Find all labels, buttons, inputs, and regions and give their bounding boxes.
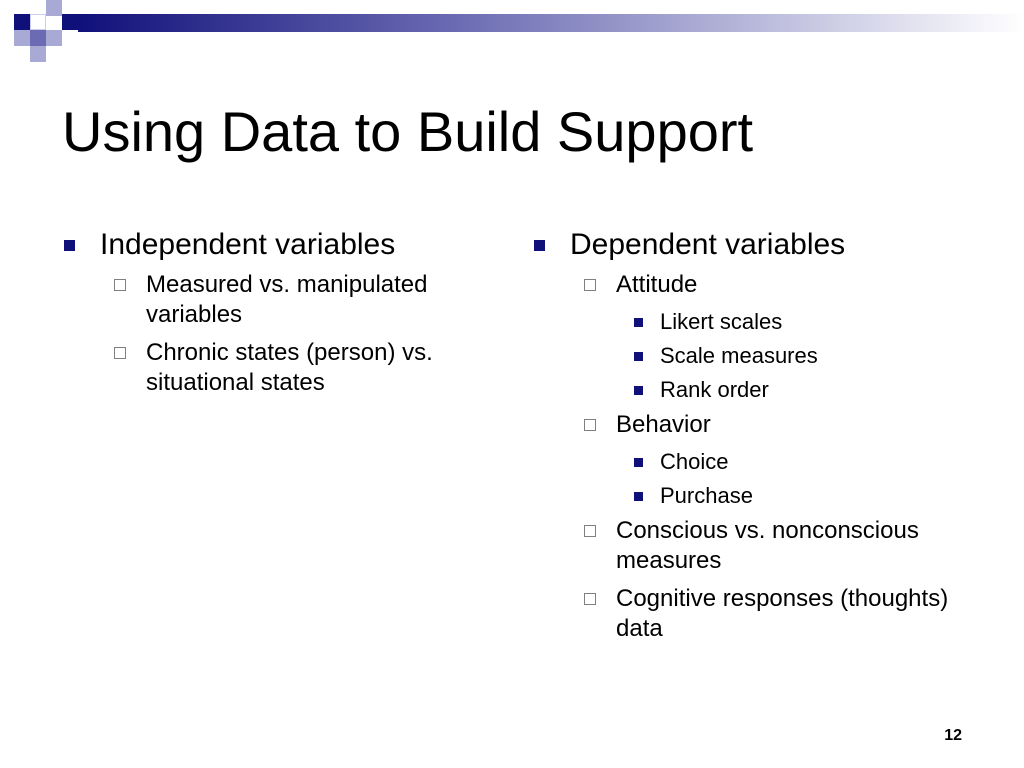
decor-square	[46, 30, 62, 46]
header-gradient-bar	[78, 14, 1024, 32]
sub-sub-bullet-item: Choice	[532, 448, 972, 476]
sub-sub-bullet-text: Scale measures	[660, 343, 818, 368]
decor-square	[62, 14, 78, 30]
sub-sub-bullet-text: Purchase	[660, 483, 753, 508]
sub-sub-bullet-item: Purchase	[532, 482, 972, 510]
sub-bullet-item: Cognitive responses (thoughts) data	[532, 584, 972, 644]
decor-square	[30, 14, 46, 30]
square-bullet-icon	[64, 240, 75, 251]
decor-square	[14, 14, 30, 30]
sub-bullet-item: Attitude	[532, 270, 972, 300]
hollow-square-bullet-icon	[584, 525, 596, 537]
left-column: Independent variables Measured vs. manip…	[62, 226, 502, 406]
small-square-bullet-icon	[634, 492, 643, 501]
right-column: Dependent variables Attitude Likert scal…	[532, 226, 972, 652]
small-square-bullet-icon	[634, 318, 643, 327]
decor-square	[46, 0, 62, 16]
hollow-square-bullet-icon	[114, 347, 126, 359]
sub-bullet-item: Measured vs. manipulated variables	[62, 270, 502, 330]
bullet-item: Independent variables	[62, 226, 502, 264]
sub-bullet-item: Behavior	[532, 410, 972, 440]
sub-bullet-text: Chronic states (person) vs. situational …	[146, 339, 433, 396]
sub-bullet-text: Measured vs. manipulated variables	[146, 271, 428, 328]
square-bullet-icon	[534, 240, 545, 251]
sub-sub-bullet-text: Likert scales	[660, 309, 783, 334]
sub-sub-bullet-item: Scale measures	[532, 342, 972, 370]
sub-bullet-item: Conscious vs. nonconscious measures	[532, 516, 972, 576]
page-number: 12	[944, 727, 962, 744]
sub-bullet-text: Cognitive responses (thoughts) data	[616, 585, 949, 642]
decor-square	[30, 30, 46, 46]
sub-sub-bullet-item: Rank order	[532, 376, 972, 404]
hollow-square-bullet-icon	[584, 419, 596, 431]
sub-sub-bullet-item: Likert scales	[532, 308, 972, 336]
sub-sub-bullet-text: Choice	[660, 449, 729, 474]
small-square-bullet-icon	[634, 386, 643, 395]
sub-bullet-text: Attitude	[616, 271, 698, 298]
sub-sub-bullet-text: Rank order	[660, 377, 769, 402]
hollow-square-bullet-icon	[114, 279, 126, 291]
decor-square	[30, 46, 46, 62]
hollow-square-bullet-icon	[584, 279, 596, 291]
bullet-item: Dependent variables	[532, 226, 972, 264]
sub-bullet-text: Behavior	[616, 411, 711, 438]
hollow-square-bullet-icon	[584, 593, 596, 605]
bullet-text: Dependent variables	[570, 228, 846, 261]
sub-bullet-text: Conscious vs. nonconscious measures	[616, 517, 919, 574]
slide-title: Using Data to Build Support	[62, 100, 754, 163]
bullet-text: Independent variables	[100, 228, 396, 261]
sub-bullet-item: Chronic states (person) vs. situational …	[62, 338, 502, 398]
small-square-bullet-icon	[634, 352, 643, 361]
decor-square	[14, 30, 30, 46]
small-square-bullet-icon	[634, 458, 643, 467]
